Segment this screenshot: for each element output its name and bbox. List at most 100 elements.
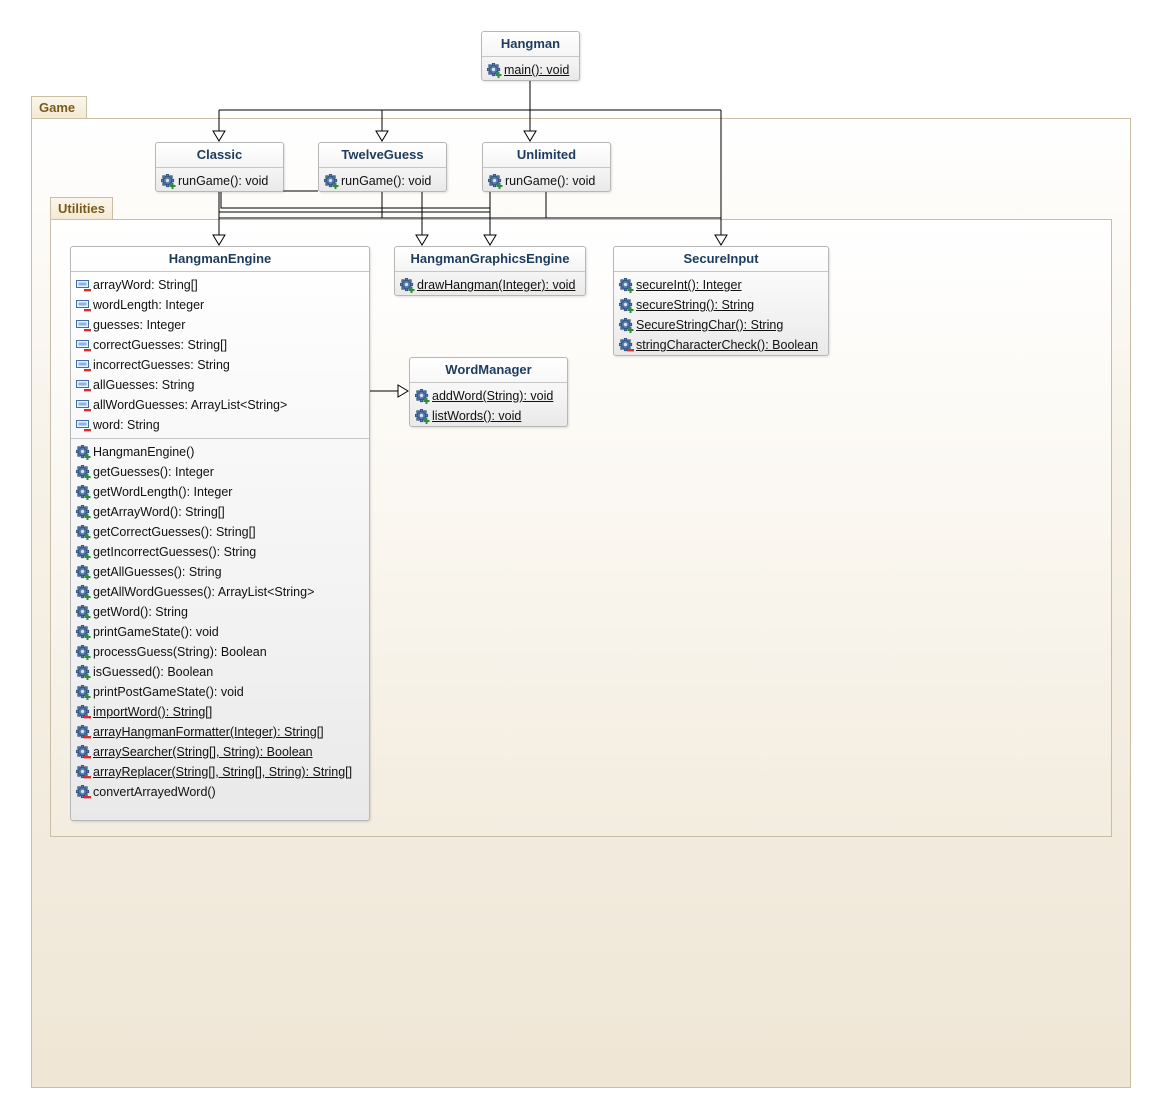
methods-compartment: runGame(): void xyxy=(483,168,610,194)
class-classic[interactable]: Classic runGame(): void xyxy=(155,142,284,192)
gear-icon xyxy=(76,725,91,739)
gear-icon xyxy=(619,318,634,333)
attribute-row[interactable]: allGuesses: String xyxy=(71,375,369,395)
method-row[interactable]: arraySearcher(String[], String): Boolean xyxy=(71,742,369,762)
field-icon xyxy=(76,298,91,312)
method-text: getWord(): String xyxy=(93,605,188,619)
package-tab-utilities[interactable]: Utilities xyxy=(50,197,113,219)
method-row[interactable]: main(): void xyxy=(482,60,579,80)
field-icon xyxy=(76,318,91,332)
method-text: arrayReplacer(String[], String[], String… xyxy=(93,765,353,779)
method-row[interactable]: arrayReplacer(String[], String[], String… xyxy=(71,762,369,782)
method-text: arrayHangmanFormatter(Integer): String[] xyxy=(93,725,324,739)
method-text: getAllGuesses(): String xyxy=(93,565,222,579)
attribute-text: word: String xyxy=(93,418,160,432)
gear-icon xyxy=(76,565,91,580)
attribute-row[interactable]: guesses: Integer xyxy=(71,315,369,335)
method-row[interactable]: getCorrectGuesses(): String[] xyxy=(71,522,369,542)
attributes-compartment: arrayWord: String[] wordLength: Integer gu… xyxy=(71,272,369,439)
method-row[interactable]: listWords(): void xyxy=(410,406,567,426)
method-text: runGame(): void xyxy=(505,174,596,188)
attribute-row[interactable]: wordLength: Integer xyxy=(71,295,369,315)
method-row[interactable]: stringCharacterCheck(): Boolean xyxy=(614,335,828,355)
gear-icon xyxy=(76,765,91,779)
method-row[interactable]: printGameState(): void xyxy=(71,622,369,642)
attribute-row[interactable]: incorrectGuesses: String xyxy=(71,355,369,375)
method-text: listWords(): void xyxy=(432,409,522,423)
field-icon xyxy=(76,418,91,432)
arrowhead-wordmanager xyxy=(397,384,409,398)
method-row[interactable]: runGame(): void xyxy=(319,171,446,191)
attribute-row[interactable]: correctGuesses: String[] xyxy=(71,335,369,355)
method-row[interactable]: runGame(): void xyxy=(483,171,610,191)
method-row[interactable]: getAllWordGuesses(): ArrayList<String> xyxy=(71,582,369,602)
method-row[interactable]: drawHangman(Integer): void xyxy=(395,275,585,295)
attribute-text: wordLength: Integer xyxy=(93,298,205,312)
method-row[interactable]: getAllGuesses(): String xyxy=(71,562,369,582)
method-text: arraySearcher(String[], String): Boolean xyxy=(93,745,313,759)
gear-icon xyxy=(76,505,91,520)
method-text: getArrayWord(): String[] xyxy=(93,505,225,519)
class-name: HangmanEngine xyxy=(71,247,369,272)
gear-icon xyxy=(487,63,502,78)
method-row[interactable]: arrayHangmanFormatter(Integer): String[] xyxy=(71,722,369,742)
class-twelveguess[interactable]: TwelveGuess runGame(): void xyxy=(318,142,447,192)
method-row[interactable]: processGuess(String): Boolean xyxy=(71,642,369,662)
class-hangmangraphicsengine[interactable]: HangmanGraphicsEngine drawHangman(Intege… xyxy=(394,246,586,296)
method-row[interactable]: getIncorrectGuesses(): String xyxy=(71,542,369,562)
method-row[interactable]: secureInt(): Integer xyxy=(614,275,828,295)
method-row[interactable]: HangmanEngine() xyxy=(71,442,369,462)
class-wordmanager[interactable]: WordManager addWord(String): void listWor… xyxy=(409,357,568,427)
methods-compartment: runGame(): void xyxy=(156,168,283,194)
gear-icon xyxy=(76,445,91,460)
method-text: getAllWordGuesses(): ArrayList<String> xyxy=(93,585,315,599)
gear-icon xyxy=(76,625,91,640)
gear-icon xyxy=(324,174,339,189)
method-row[interactable]: secureString(): String xyxy=(614,295,828,315)
class-hangmanengine[interactable]: HangmanEngine arrayWord: String[] wordLen… xyxy=(70,246,370,821)
gear-icon xyxy=(76,525,91,540)
field-icon xyxy=(76,338,91,352)
method-row[interactable]: getWordLength(): Integer xyxy=(71,482,369,502)
method-row[interactable]: convertArrayedWord() xyxy=(71,782,369,802)
gear-icon xyxy=(76,785,91,799)
package-label-game: Game xyxy=(39,100,76,115)
method-row[interactable]: runGame(): void xyxy=(156,171,283,191)
gear-icon xyxy=(76,465,91,480)
method-text: getCorrectGuesses(): String[] xyxy=(93,525,256,539)
method-text: convertArrayedWord() xyxy=(93,785,216,799)
method-text: printPostGameState(): void xyxy=(93,685,244,699)
class-name: WordManager xyxy=(410,358,567,383)
gear-icon xyxy=(76,645,91,660)
gear-icon xyxy=(619,298,634,313)
field-icon xyxy=(76,398,91,412)
method-row[interactable]: getWord(): String xyxy=(71,602,369,622)
attribute-row[interactable]: arrayWord: String[] xyxy=(71,275,369,295)
gear-icon xyxy=(619,278,634,293)
attribute-row[interactable]: word: String xyxy=(71,415,369,435)
class-name: SecureInput xyxy=(614,247,828,272)
field-icon xyxy=(76,278,91,292)
class-hangman[interactable]: Hangman main(): void xyxy=(481,31,580,81)
method-row[interactable]: printPostGameState(): void xyxy=(71,682,369,702)
class-unlimited[interactable]: Unlimited runGame(): void xyxy=(482,142,611,192)
gear-icon xyxy=(488,174,503,189)
arrowhead-classic xyxy=(212,130,226,142)
method-text: drawHangman(Integer): void xyxy=(417,278,576,292)
method-text: stringCharacterCheck(): Boolean xyxy=(636,338,819,352)
method-row[interactable]: addWord(String): void xyxy=(410,386,567,406)
method-row[interactable]: getArrayWord(): String[] xyxy=(71,502,369,522)
method-text: printGameState(): void xyxy=(93,625,219,639)
package-tab-game[interactable]: Game xyxy=(31,96,87,118)
method-row[interactable]: isGuessed(): Boolean xyxy=(71,662,369,682)
gear-icon xyxy=(415,409,430,424)
method-row[interactable]: importWord(): String[] xyxy=(71,702,369,722)
attribute-row[interactable]: allWordGuesses: ArrayList<String> xyxy=(71,395,369,415)
method-row[interactable]: getGuesses(): Integer xyxy=(71,462,369,482)
methods-compartment: addWord(String): void listWords(): void xyxy=(410,383,567,429)
field-icon xyxy=(76,358,91,372)
method-row[interactable]: SecureStringChar(): String xyxy=(614,315,828,335)
